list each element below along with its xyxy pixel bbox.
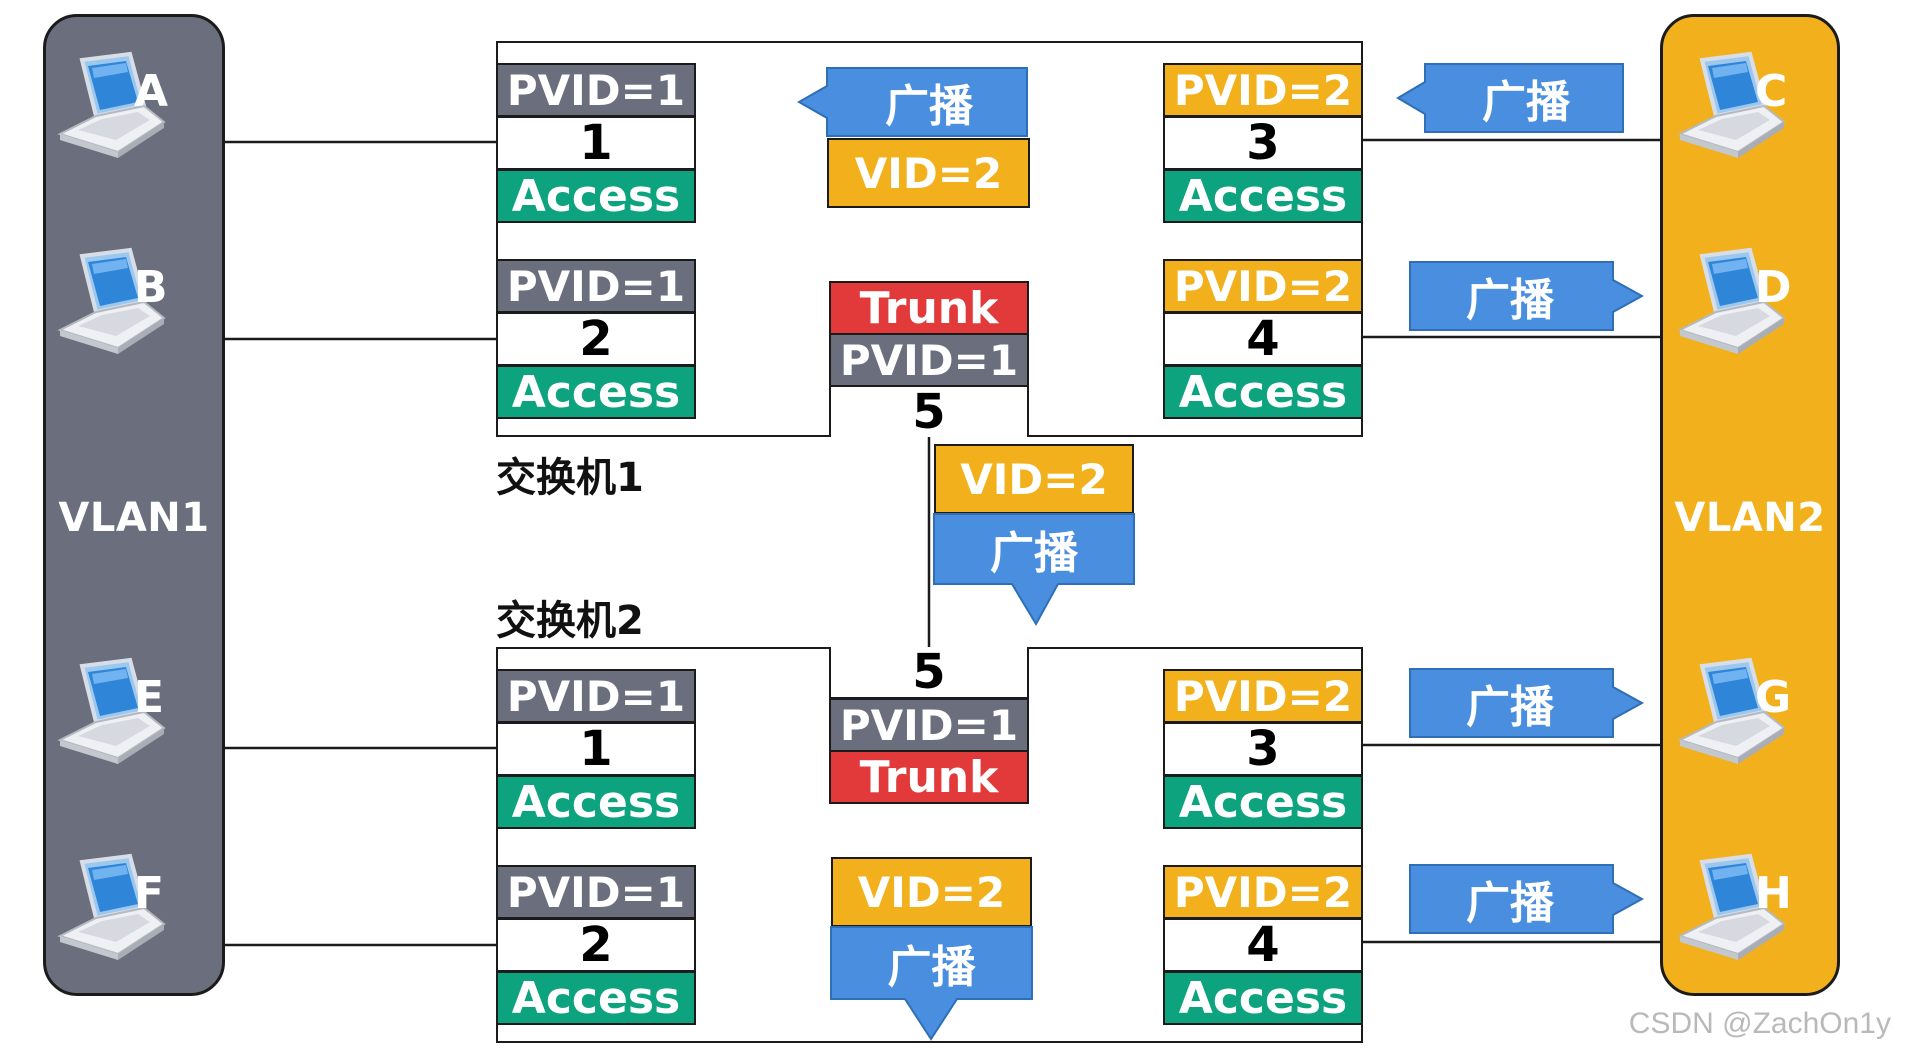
sw1-frame-broadcast-label: 广播 — [885, 81, 973, 132]
sw1-port4-number: 4 — [1163, 311, 1363, 367]
sw2-port2-mode: Access — [496, 971, 696, 1025]
trunk-frame-vid: VID=2 — [934, 444, 1134, 514]
sw1-port1-number: 1 — [496, 115, 696, 171]
broadcast-h-label: 广播 — [1466, 878, 1554, 929]
sw2-frame-vid: VID=2 — [831, 857, 1032, 927]
sw2-port1-number: 1 — [496, 721, 696, 777]
sw1-port2-mode: Access — [496, 365, 696, 419]
sw1-port3-number: 3 — [1163, 115, 1363, 171]
vlan1-label: VLAN1 — [58, 495, 210, 541]
broadcast-c-shape — [1396, 63, 1624, 133]
watermark: CSDN @ZachOn1y — [1628, 1007, 1891, 1040]
vlan2-panel: VLAN2 — [1660, 14, 1840, 996]
broadcast-g-label: 广播 — [1466, 682, 1554, 733]
sw1-port1-mode: Access — [496, 169, 696, 223]
trunk-frame-broadcast-shape — [933, 513, 1135, 627]
switch1-label: 交换机1 — [496, 455, 644, 501]
host-f-label: F — [134, 868, 165, 919]
sw2-port4-pvid: PVID=2 — [1163, 865, 1363, 919]
sw1-port4-pvid: PVID=2 — [1163, 259, 1363, 313]
sw2-port3-number: 3 — [1163, 721, 1363, 777]
sw1-frame-vid: VID=2 — [827, 138, 1030, 208]
sw2-port4-number: 4 — [1163, 917, 1363, 973]
sw1-port2-pvid: PVID=1 — [496, 259, 696, 313]
host-g-label: G — [1755, 672, 1792, 723]
sw1-port2-number: 2 — [496, 311, 696, 367]
sw1-port3-mode: Access — [1163, 169, 1363, 223]
sw2-port2-pvid: PVID=1 — [496, 865, 696, 919]
vlan1-panel: VLAN1 — [43, 14, 225, 996]
sw2-frame-broadcast-shape — [830, 926, 1033, 1041]
broadcast-d-shape — [1409, 261, 1645, 331]
sw2-port5-number: 5 — [829, 644, 1029, 700]
sw2-port1-pvid: PVID=1 — [496, 669, 696, 723]
sw2-port4-mode: Access — [1163, 971, 1363, 1025]
vlan2-label: VLAN2 — [1674, 495, 1826, 541]
host-h-label: H — [1755, 868, 1792, 919]
broadcast-c-label: 广播 — [1482, 77, 1570, 128]
broadcast-h-shape — [1409, 864, 1645, 934]
sw1-port5-mode: Trunk — [829, 281, 1029, 335]
sw1-port4-mode: Access — [1163, 365, 1363, 419]
host-c-label: C — [1755, 66, 1788, 117]
sw1-port1-pvid: PVID=1 — [496, 63, 696, 117]
host-b-label: B — [134, 262, 168, 313]
sw2-frame-broadcast-label: 广播 — [887, 942, 976, 993]
sw2-port3-mode: Access — [1163, 775, 1363, 829]
host-d-label: D — [1755, 262, 1792, 313]
switch2-label: 交换机2 — [496, 598, 644, 644]
broadcast-d-label: 广播 — [1466, 275, 1554, 326]
sw2-port5-pvid: PVID=1 — [829, 698, 1029, 752]
host-a-label: A — [134, 66, 169, 117]
host-e-label: E — [134, 672, 165, 723]
sw1-port3-pvid: PVID=2 — [1163, 63, 1363, 117]
sw2-port3-pvid: PVID=2 — [1163, 669, 1363, 723]
sw1-port5-number: 5 — [829, 384, 1029, 440]
sw2-port5-mode: Trunk — [829, 750, 1029, 804]
sw1-port5-pvid: PVID=1 — [829, 333, 1029, 387]
broadcast-g-shape — [1409, 668, 1645, 738]
sw2-port2-number: 2 — [496, 917, 696, 973]
sw1-frame-broadcast-shape — [796, 67, 1028, 137]
trunk-frame-broadcast-label: 广播 — [990, 528, 1078, 579]
sw2-port1-mode: Access — [496, 775, 696, 829]
